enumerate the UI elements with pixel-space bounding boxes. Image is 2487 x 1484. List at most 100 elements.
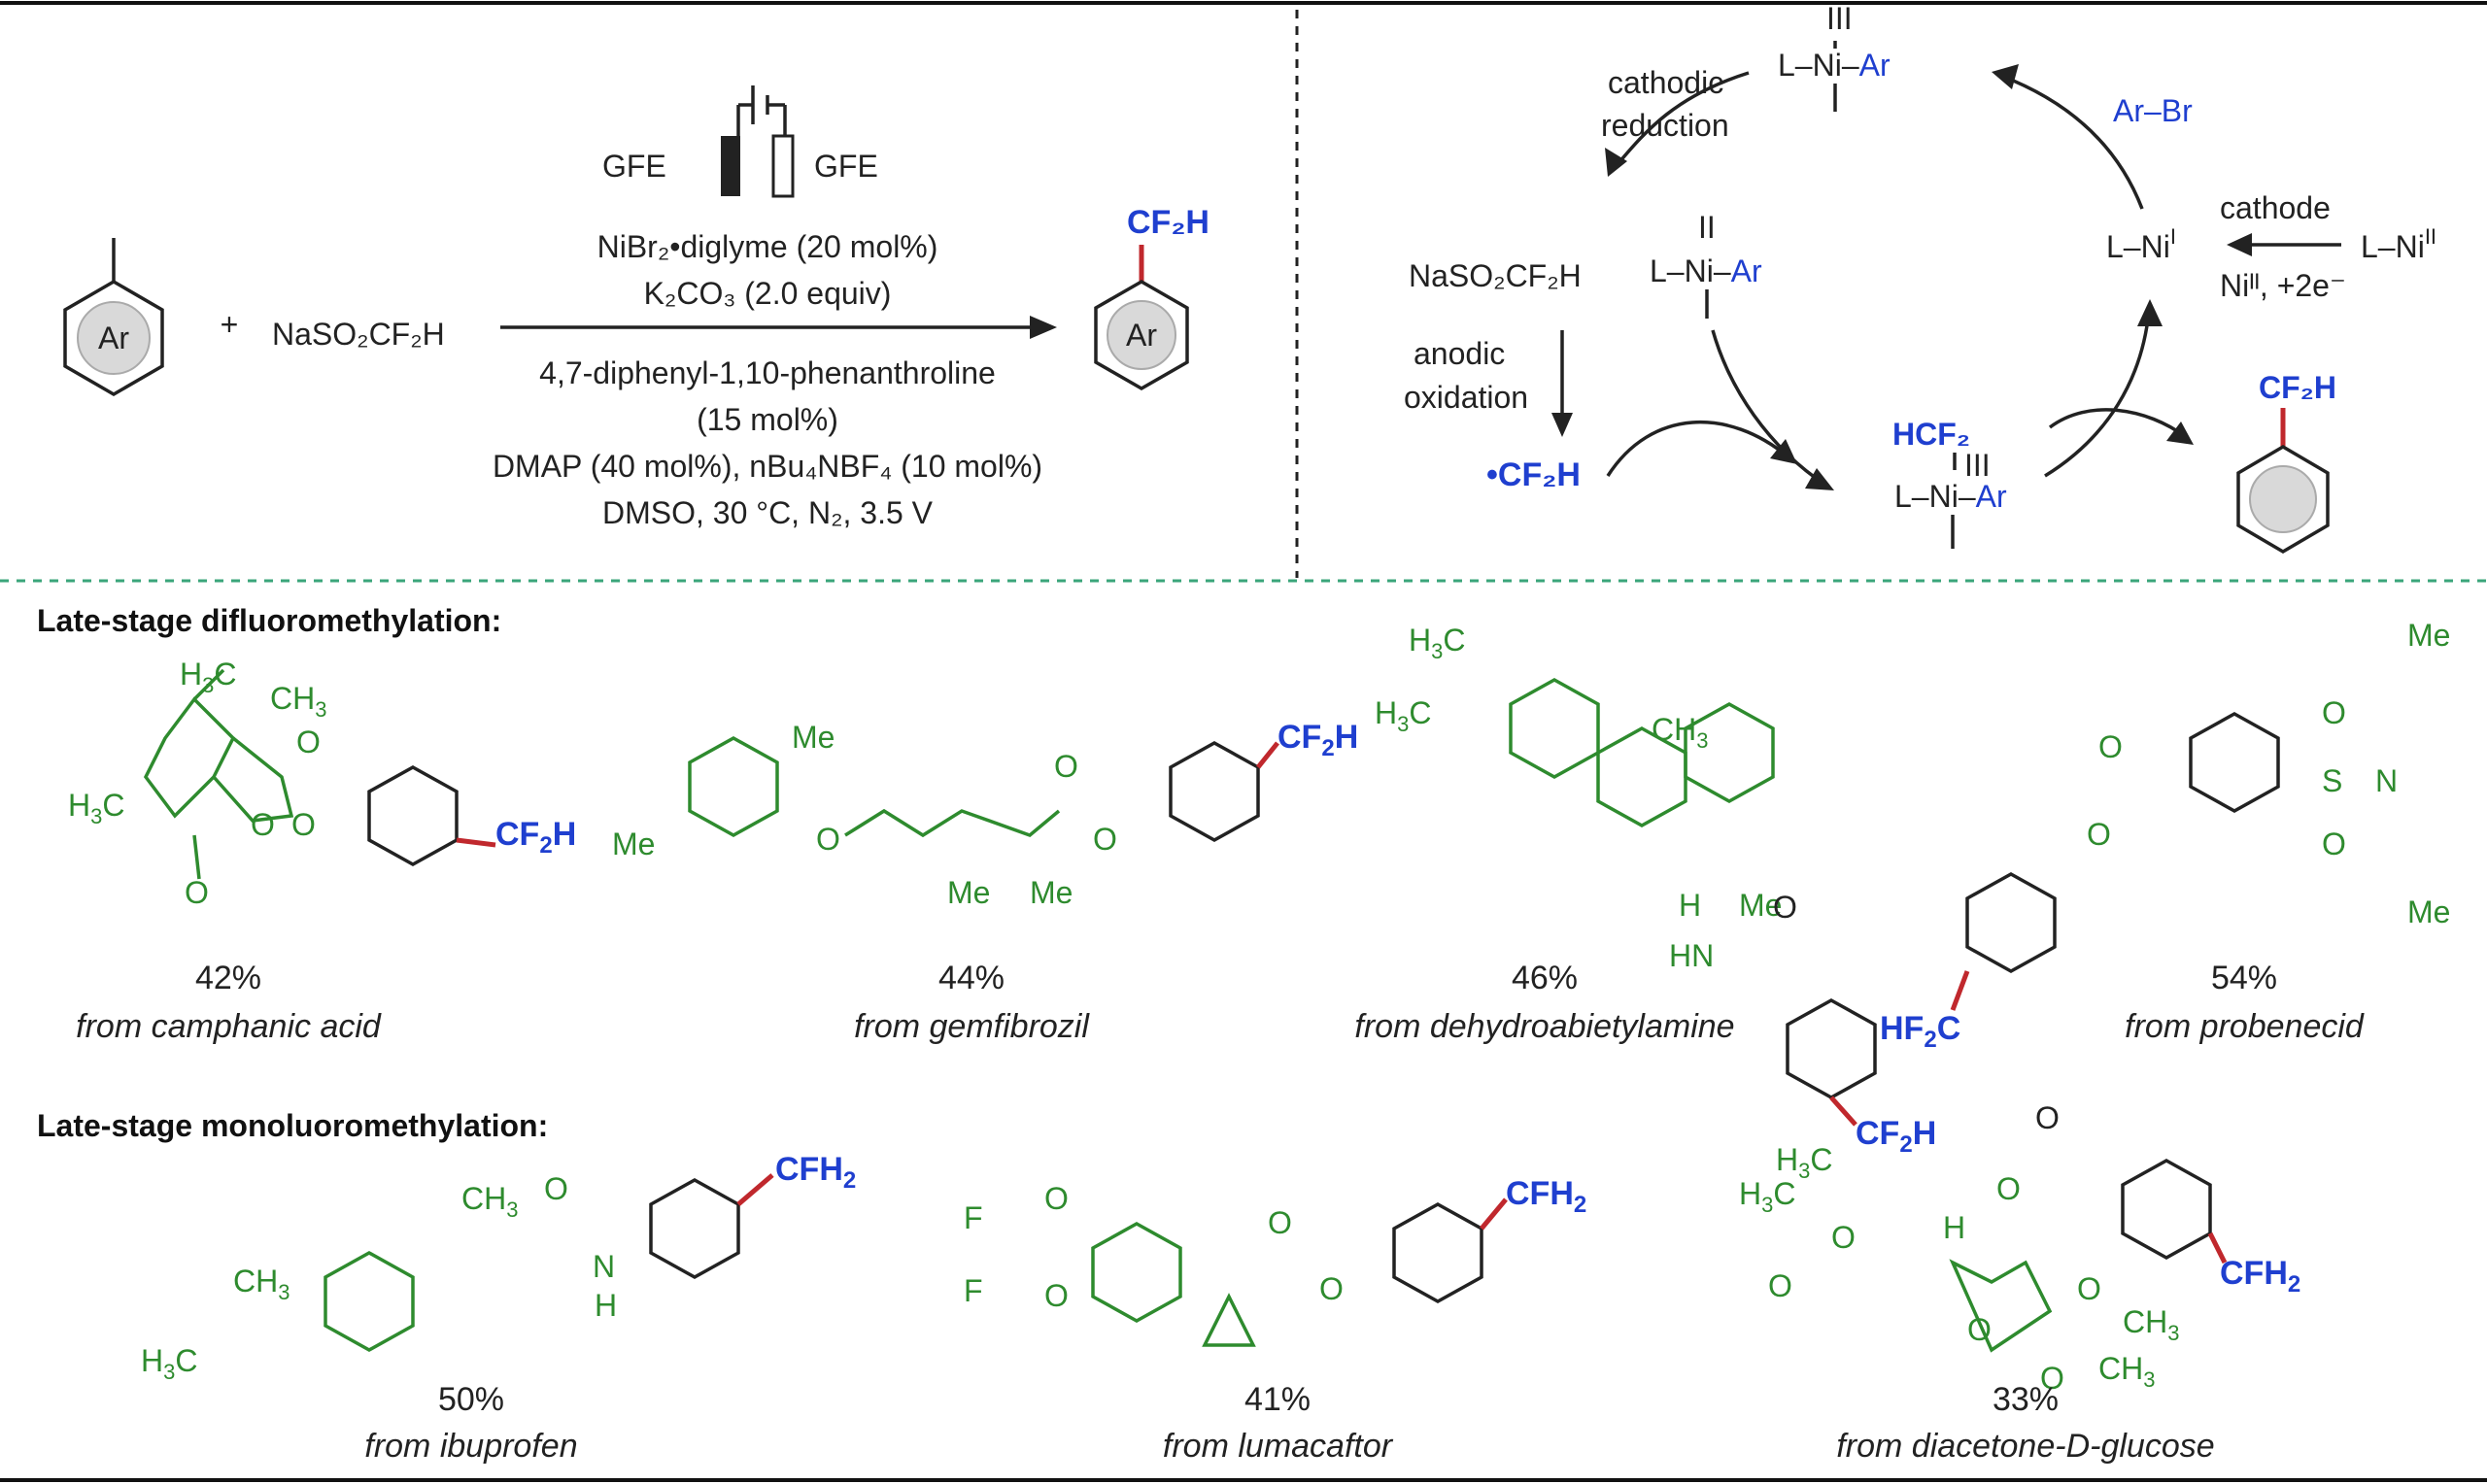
svg-text:O: O bbox=[1044, 1181, 1069, 1216]
svg-text:N: N bbox=[593, 1249, 615, 1284]
condition-base: K₂CO₃ (2.0 equiv) bbox=[644, 276, 892, 311]
condition-ligand-loading: (15 mol%) bbox=[697, 402, 838, 437]
svg-text:O: O bbox=[1044, 1278, 1069, 1313]
svg-text:CF2H: CF2H bbox=[495, 816, 576, 859]
svg-text:II: II bbox=[1698, 210, 1716, 245]
svg-text:L–NiI: L–NiI bbox=[2106, 224, 2176, 264]
svg-text:L–NiII: L–NiII bbox=[2361, 224, 2436, 264]
condition-solvent: DMSO, 30 °C, N₂, 3.5 V bbox=[602, 495, 934, 530]
svg-text:CH3: CH3 bbox=[270, 681, 326, 722]
svg-text:O: O bbox=[185, 875, 209, 910]
svg-text:Me: Me bbox=[2407, 618, 2450, 653]
source-1: from camphanic acid bbox=[76, 1008, 382, 1045]
svg-text:N: N bbox=[2375, 763, 2398, 798]
source-2: from gemfibrozil bbox=[854, 1008, 1090, 1045]
svg-text:CF2H: CF2H bbox=[1278, 719, 1358, 761]
svg-text:L–Ni–Ar: L–Ni–Ar bbox=[1650, 253, 1762, 288]
svg-text:H3C: H3C bbox=[68, 788, 124, 828]
ni-cycle: III L–Ni–Ar II L–Ni–Ar HCF₂ III L–Ni–Ar … bbox=[1404, 1, 2436, 555]
compound-camphanic: H3C CH3 H3C O O O O CF2H bbox=[68, 657, 576, 910]
svg-text:CFH2: CFH2 bbox=[775, 1151, 856, 1194]
yield-6: 41% bbox=[1244, 1381, 1311, 1418]
cathodic-label-2: reduction bbox=[1601, 108, 1729, 143]
svg-text:Me: Me bbox=[1030, 875, 1073, 910]
svg-text:III: III bbox=[1826, 1, 1853, 36]
svg-text:H: H bbox=[1679, 888, 1701, 923]
arbr-label: Ar–Br bbox=[2113, 93, 2193, 128]
cathodic-label-1: cathodic bbox=[1608, 65, 1723, 100]
yield-3: 46% bbox=[1512, 960, 1578, 996]
difluoro-heading: Late-stage difluoromethylation: bbox=[37, 603, 501, 638]
svg-text:CFH2: CFH2 bbox=[1506, 1175, 1586, 1218]
svg-text:O: O bbox=[2322, 826, 2346, 861]
yield-5: 50% bbox=[438, 1381, 504, 1418]
svg-text:O: O bbox=[1268, 1205, 1292, 1240]
electrode-right-label: GFE bbox=[814, 149, 878, 184]
source-7: from diacetone-D-glucose bbox=[1836, 1428, 2214, 1465]
svg-text:O: O bbox=[2040, 1361, 2064, 1396]
svg-text:S: S bbox=[2322, 763, 2342, 798]
svg-text:O: O bbox=[2087, 817, 2111, 852]
source-5: from ibuprofen bbox=[364, 1428, 577, 1465]
svg-text:O: O bbox=[1768, 1268, 1792, 1303]
electrode-left-label: GFE bbox=[602, 149, 666, 184]
svg-text:Me: Me bbox=[792, 720, 835, 755]
svg-text:III: III bbox=[1964, 448, 1991, 483]
svg-text:F: F bbox=[964, 1200, 983, 1235]
svg-text:CH3: CH3 bbox=[461, 1181, 518, 1222]
svg-text:O: O bbox=[2098, 729, 2123, 764]
svg-text:CFH2: CFH2 bbox=[2220, 1255, 2300, 1298]
svg-text:HCF₂: HCF₂ bbox=[1892, 417, 1970, 452]
svg-text:Ar: Ar bbox=[98, 320, 129, 355]
electrode-setup: GFE GFE bbox=[602, 85, 878, 198]
svg-text:O: O bbox=[291, 807, 316, 842]
compound-lumacaftor: F F O O O O CFH2 bbox=[964, 1175, 1586, 1347]
svg-text:F: F bbox=[964, 1273, 983, 1308]
compound-ibuprofen: CH3 H3C CH3 O N H CFH2 bbox=[141, 1151, 856, 1384]
svg-text:HN: HN bbox=[1669, 938, 1714, 973]
mono-heading: Late-stage monoluoromethylation: bbox=[37, 1108, 548, 1143]
svg-text:O: O bbox=[251, 807, 275, 842]
svg-text:O: O bbox=[1773, 890, 1797, 925]
svg-text:H3C: H3C bbox=[180, 657, 236, 697]
svg-text:CH3: CH3 bbox=[2098, 1351, 2155, 1392]
svg-text:HF2C: HF2C bbox=[1880, 1010, 1960, 1053]
svg-text:CF₂H: CF₂H bbox=[1127, 204, 1209, 241]
svg-text:O: O bbox=[2077, 1271, 2101, 1306]
cf2h-radical: •CF₂H bbox=[1486, 456, 1581, 493]
svg-text:Me: Me bbox=[947, 875, 990, 910]
svg-text:O: O bbox=[1996, 1171, 2021, 1206]
reagent-sulfinate: NaSO₂CF₂H bbox=[272, 317, 445, 352]
aryl-cf2h-product: CF₂H Ar bbox=[1094, 204, 1209, 391]
cathode-label: cathode bbox=[2220, 190, 2331, 225]
source-4: from probenecid bbox=[2125, 1008, 2365, 1045]
compound-diacetone-glucose: H3C H3C O O H O O O O CH3 CH3 O CFH2 bbox=[1739, 1100, 2300, 1396]
svg-text:Ar: Ar bbox=[1126, 318, 1157, 353]
compound-gemfibrozil: Me Me O O Me Me O CF2H bbox=[612, 719, 1358, 910]
svg-text:CH3: CH3 bbox=[2123, 1304, 2179, 1345]
anodic-label-2: oxidation bbox=[1404, 380, 1528, 415]
svg-text:CH3: CH3 bbox=[1652, 712, 1708, 753]
svg-text:H3C: H3C bbox=[1409, 623, 1465, 663]
svg-text:O: O bbox=[816, 822, 840, 857]
svg-text:H3C: H3C bbox=[141, 1343, 197, 1384]
svg-text:Me: Me bbox=[1739, 888, 1782, 923]
svg-text:CH3: CH3 bbox=[233, 1264, 290, 1304]
svg-text:O: O bbox=[544, 1171, 568, 1206]
yield-7: 33% bbox=[1993, 1381, 2059, 1418]
condition-ligand: 4,7-diphenyl-1,10-phenanthroline bbox=[539, 355, 996, 390]
svg-text:O: O bbox=[2035, 1100, 2060, 1135]
yield-4: 54% bbox=[2211, 960, 2277, 996]
svg-text:CF2H: CF2H bbox=[1856, 1115, 1936, 1158]
aryl-iodide: Ar bbox=[63, 238, 164, 397]
yield-1: 42% bbox=[195, 960, 261, 996]
svg-text:H3C: H3C bbox=[1776, 1142, 1832, 1183]
svg-text:H3C: H3C bbox=[1739, 1176, 1795, 1217]
svg-text:O: O bbox=[1831, 1220, 1856, 1255]
compound-dehydroabietylamine: H3C H3C CH3 H Me HN O CF2H bbox=[1375, 623, 1936, 1158]
source-3: from dehydroabietylamine bbox=[1354, 1008, 1734, 1045]
condition-additives: DMAP (40 mol%), nBu₄NBF₄ (10 mol%) bbox=[493, 449, 1042, 484]
svg-text:H3C: H3C bbox=[1375, 695, 1431, 736]
source-6: from lumacaftor bbox=[1163, 1428, 1394, 1465]
